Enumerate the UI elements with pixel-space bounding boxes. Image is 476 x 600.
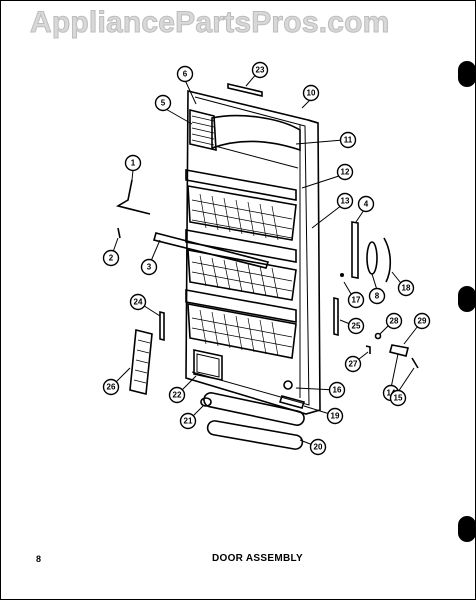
- punch-hole-middle: [458, 286, 476, 312]
- svg-text:20: 20: [314, 443, 323, 452]
- dot-part: [340, 273, 344, 277]
- svg-text:2: 2: [109, 254, 114, 263]
- watermark: AppliancePartsPros.com: [30, 6, 390, 40]
- callout-25: 25: [347, 317, 365, 335]
- svg-text:23: 23: [256, 66, 265, 75]
- punch-hole-top: [458, 61, 476, 87]
- svg-text:24: 24: [134, 298, 143, 307]
- callout-18: 18: [397, 279, 415, 297]
- callout-10: 10: [302, 84, 320, 102]
- callout-28: 28: [385, 312, 403, 330]
- svg-text:27: 27: [349, 360, 358, 369]
- callout-11: 11: [339, 131, 357, 149]
- door-shelf-bottom: [185, 289, 297, 359]
- callout-20: 20: [309, 438, 327, 456]
- bottom-gasket: [203, 392, 305, 450]
- callout-4: 4: [357, 195, 375, 213]
- svg-text:15: 15: [394, 394, 403, 403]
- callout-1: 1: [124, 154, 142, 172]
- callout-3: 3: [140, 258, 158, 276]
- callout-12: 12: [336, 163, 354, 181]
- svg-text:12: 12: [341, 168, 350, 177]
- hinge-parts: [365, 332, 419, 369]
- svg-text:13: 13: [341, 197, 350, 206]
- callout-23: 23: [251, 61, 269, 79]
- callout-26: 26: [102, 378, 120, 396]
- right-strip-part: [333, 221, 392, 337]
- svg-text:8: 8: [375, 292, 380, 301]
- side-strip-part: [159, 310, 165, 342]
- callout-5: 5: [154, 94, 172, 112]
- svg-text:4: 4: [364, 200, 369, 209]
- callout-6: 6: [176, 65, 194, 83]
- callout-21: 21: [179, 412, 197, 430]
- page-title: DOOR ASSEMBLY: [212, 553, 303, 564]
- callout-8: 8: [368, 287, 386, 305]
- callout-24: 24: [129, 293, 147, 311]
- svg-text:1: 1: [131, 159, 136, 168]
- callout-27: 27: [344, 355, 362, 373]
- callout-17: 17: [347, 291, 365, 309]
- door-body: [185, 89, 321, 415]
- svg-text:25: 25: [352, 322, 361, 331]
- svg-text:11: 11: [344, 136, 353, 145]
- svg-text:29: 29: [418, 317, 427, 326]
- shelf-bar-part: [153, 232, 270, 269]
- callout-15: 15: [389, 389, 407, 407]
- callout-2: 2: [102, 249, 120, 267]
- svg-text:28: 28: [390, 317, 399, 326]
- callout-13: 13: [336, 192, 354, 210]
- svg-text:14: 14: [387, 389, 396, 398]
- top-trim-part: [227, 82, 263, 98]
- svg-text:10: 10: [307, 89, 316, 98]
- callout-22: 22: [168, 386, 186, 404]
- lower-compartment: [193, 349, 223, 381]
- vent-panel-part: [129, 328, 153, 396]
- callout-16: 16: [328, 381, 346, 399]
- svg-text:18: 18: [402, 284, 411, 293]
- svg-text:3: 3: [147, 263, 152, 272]
- svg-text:16: 16: [333, 386, 342, 395]
- lower-hinge-part: [278, 380, 306, 409]
- svg-text:19: 19: [331, 412, 340, 421]
- leader-lines: [110, 71, 422, 448]
- page-number: 8: [36, 554, 42, 564]
- callout-29: 29: [413, 312, 431, 330]
- door-shelf-middle: [185, 229, 297, 301]
- upper-vent-cover: [189, 108, 301, 169]
- door-shelf-top: [185, 169, 297, 241]
- svg-text:17: 17: [352, 296, 361, 305]
- punch-hole-bottom: [458, 516, 476, 542]
- svg-text:6: 6: [183, 70, 188, 79]
- left-bracket-part: [115, 179, 151, 215]
- plug-part: [200, 397, 212, 407]
- screw-part: [117, 227, 121, 239]
- svg-text:22: 22: [173, 391, 182, 400]
- callout-19: 19: [326, 407, 344, 425]
- svg-text:5: 5: [161, 99, 166, 108]
- svg-text:26: 26: [107, 383, 116, 392]
- svg-text:21: 21: [184, 417, 193, 426]
